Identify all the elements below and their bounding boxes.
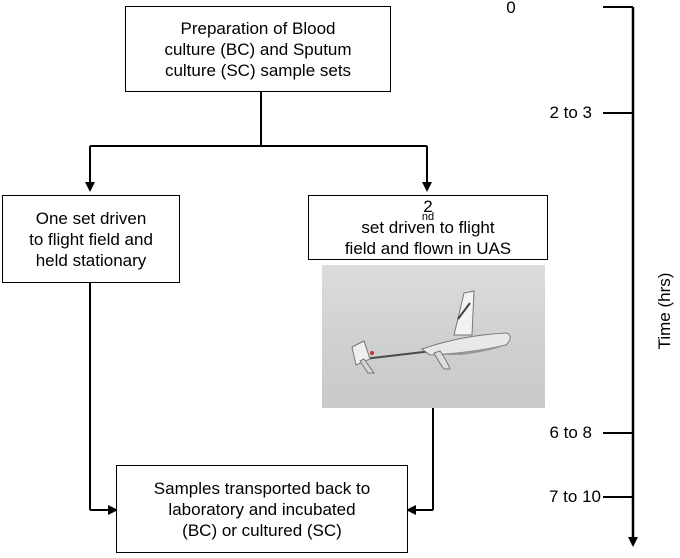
tick-label-6-to-8: 6 to 8 [549, 423, 592, 442]
uas-aircraft-photo [322, 265, 545, 408]
tick-label-2-to-3: 2 to 3 [549, 103, 592, 122]
stationary-line-3: held stationary [35, 250, 147, 270]
stationary-line-2: to flight field and [29, 229, 153, 249]
time-axis-title: Time (hrs) [655, 272, 674, 350]
transport-line-3: (BC) or cultured (SC) [182, 520, 342, 540]
stationary-box: One set driven to flight field and held … [2, 195, 180, 283]
transport-box: Samples transported back to laboratory a… [116, 465, 408, 553]
tick-label-0: 0 [506, 0, 516, 17]
stationary-line-1: One set driven [35, 208, 147, 228]
tick-label-7-to-10: 7 to 10 [549, 487, 601, 506]
prep-box: Preparation of Blood culture (BC) and Sp… [125, 6, 391, 92]
prep-line-1: Preparation of Blood [180, 18, 336, 38]
transport-line-1: Samples transported back to [153, 478, 371, 498]
transport-line-2: laboratory and incubated [168, 499, 356, 519]
prep-line-3: culture (SC) sample sets [164, 60, 352, 80]
flown-line-2: field and flown in UAS [344, 239, 512, 258]
aircraft-icon [351, 290, 511, 374]
prep-line-2: culture (BC) and Sputum [164, 39, 352, 59]
